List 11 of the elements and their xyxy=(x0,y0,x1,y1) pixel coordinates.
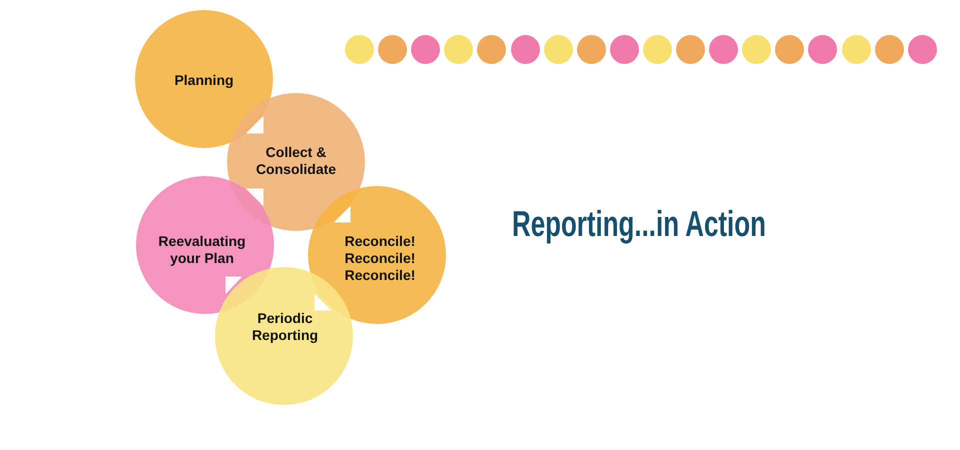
node-label: Reconcile! Reconcile! Reconcile! xyxy=(344,232,416,284)
pointer-triangle xyxy=(334,206,350,222)
title: Reporting...in Action xyxy=(512,206,766,242)
pointer-triangle xyxy=(226,276,242,294)
node-label: Collect & Consolidate xyxy=(254,144,338,178)
pointer-triangle xyxy=(314,294,330,310)
pointer-triangle xyxy=(246,188,264,206)
node-label: Planning xyxy=(173,72,235,88)
pointer-triangle xyxy=(246,116,264,134)
node-label: Periodic Reporting xyxy=(250,310,320,344)
node-label: Reevaluating your Plan xyxy=(157,233,247,267)
